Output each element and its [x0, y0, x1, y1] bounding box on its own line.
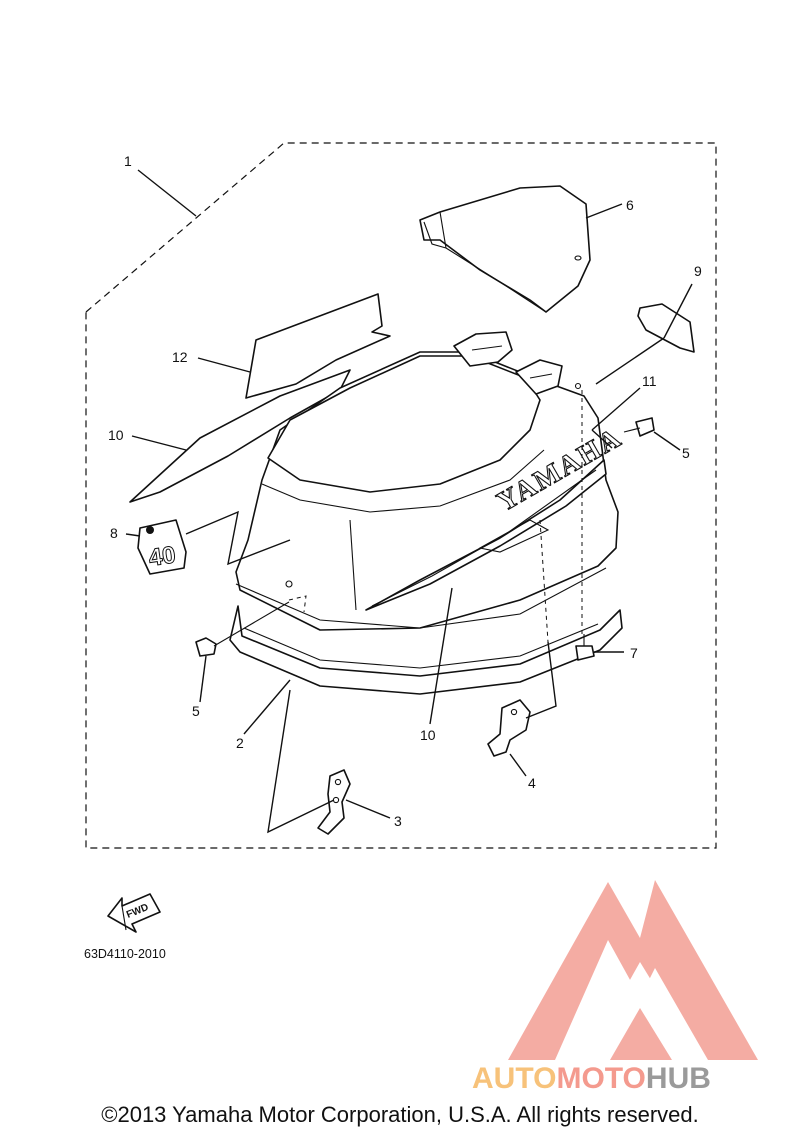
- callout-8: 8: [110, 525, 118, 541]
- callout-6: 6: [626, 197, 634, 213]
- fwd-arrow-icon: FWD: [107, 893, 161, 933]
- callout-2: 2: [236, 735, 244, 751]
- callout-9: 9: [694, 263, 702, 279]
- leader-10b: [429, 587, 453, 725]
- watermark-logo-icon: [508, 880, 758, 1060]
- leader-12: [197, 357, 251, 373]
- top-cap-6: [419, 185, 591, 313]
- leader-9a: [663, 283, 693, 339]
- callout-7: 7: [630, 645, 638, 661]
- callout-4: 4: [528, 775, 536, 791]
- watermark-auto: AUTO: [472, 1062, 556, 1095]
- callout-5-right: 5: [682, 445, 690, 461]
- leader-4-bracket: [525, 641, 557, 719]
- leader-1: [137, 169, 197, 217]
- leader-3: [345, 799, 391, 819]
- copyright-notice: ©2013 Yamaha Motor Corporation, U.S.A. A…: [101, 1102, 699, 1127]
- leader-5b: [199, 655, 207, 703]
- bolt-5-right: [623, 417, 655, 437]
- drawing-code: 63D4110-2010: [84, 947, 166, 961]
- leader-9b: [595, 337, 665, 385]
- callout-12: 12: [172, 349, 188, 365]
- callout-3: 3: [394, 813, 402, 829]
- leader-11: [591, 387, 641, 431]
- callout-1: 1: [124, 153, 132, 169]
- vent-9: [637, 303, 695, 353]
- bolt-5-left: [195, 601, 290, 657]
- watermark-text: AUTOMOTOHUB: [472, 1062, 711, 1095]
- assembly-boundary: [85, 142, 717, 849]
- leader-10a: [131, 435, 187, 451]
- leader-2: [243, 679, 291, 735]
- callout-10-top: 10: [108, 427, 124, 443]
- decal-40-8: 40: [137, 519, 187, 575]
- leader-3-bracket: [267, 689, 335, 834]
- top-cowling: [229, 331, 623, 695]
- callout-10-bottom: 10: [420, 727, 436, 743]
- callout-5-left: 5: [192, 703, 200, 719]
- leader-4: [509, 753, 527, 777]
- decal-model-text: 40: [147, 541, 177, 571]
- bracket-4: [487, 699, 531, 757]
- leader-8-bracket: [185, 510, 291, 566]
- watermark-moto: MOTO: [556, 1062, 645, 1095]
- leader-8: [125, 533, 141, 537]
- leader-11b: [591, 429, 613, 449]
- callout-11: 11: [642, 373, 657, 389]
- decal-stripe-12: [245, 293, 391, 399]
- watermark-hub: HUB: [646, 1062, 711, 1095]
- leader-5a: [653, 431, 681, 451]
- leader-6: [585, 203, 623, 219]
- screw-7: [575, 634, 595, 661]
- fastener-path-5b: [288, 595, 307, 613]
- bracket-3: [317, 769, 351, 835]
